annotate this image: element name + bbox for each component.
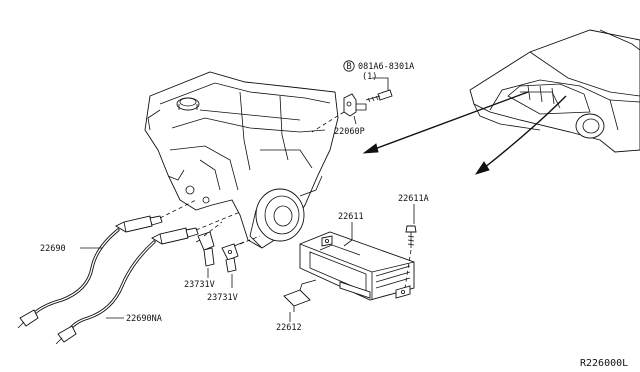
- label-ecm-bolt: 22611A: [398, 194, 429, 204]
- pointer-arrowhead-lower: [474, 161, 490, 175]
- reference-code: R226000L: [580, 358, 628, 369]
- bracket-22060p: [343, 93, 367, 117]
- dash-bracket-engine: [311, 111, 345, 133]
- pointer-arrow-upper: [371, 91, 529, 151]
- label-sensor-lower: 22690NA: [126, 314, 162, 324]
- vehicle-illustration: [469, 29, 640, 153]
- dash-cam-sensor-2: [239, 235, 261, 245]
- label-bracket: 22060P: [334, 127, 365, 137]
- pointer-arrowhead-upper: [362, 143, 379, 154]
- bolt-081a6: [365, 89, 393, 103]
- ecm-bolt: [405, 225, 417, 248]
- label-bolt-part: 081A6-8301A: [358, 62, 414, 72]
- engine-block: [144, 71, 339, 249]
- dash-sensor-lower: [195, 211, 241, 231]
- label-cam-sensor-2: 23731V: [207, 293, 238, 303]
- cam-sensor-1: [195, 231, 215, 267]
- bolt-circle-letter: B: [346, 62, 351, 72]
- bolt-circle-marker: [343, 60, 355, 72]
- sensor-upper: [17, 215, 163, 329]
- ecm-bracket: [283, 279, 317, 312]
- cam-sensor-2: [221, 241, 245, 273]
- label-ecm: 22611: [338, 212, 364, 222]
- dash-cam-sensor-1: [203, 221, 223, 237]
- leader-ecm: [343, 222, 353, 247]
- label-ecm-bracket: 22612: [276, 323, 302, 333]
- pointer-arrow-lower: [483, 95, 567, 169]
- label-bolt-qty: (1): [362, 72, 377, 82]
- ecm-unit: [299, 231, 415, 301]
- label-cam-sensor-1: 23731V: [184, 280, 215, 290]
- label-sensor-upper: 22690: [40, 244, 66, 254]
- leader-bolt: [372, 77, 389, 90]
- leader-bracket: [353, 115, 357, 125]
- sensor-lower: [55, 227, 199, 345]
